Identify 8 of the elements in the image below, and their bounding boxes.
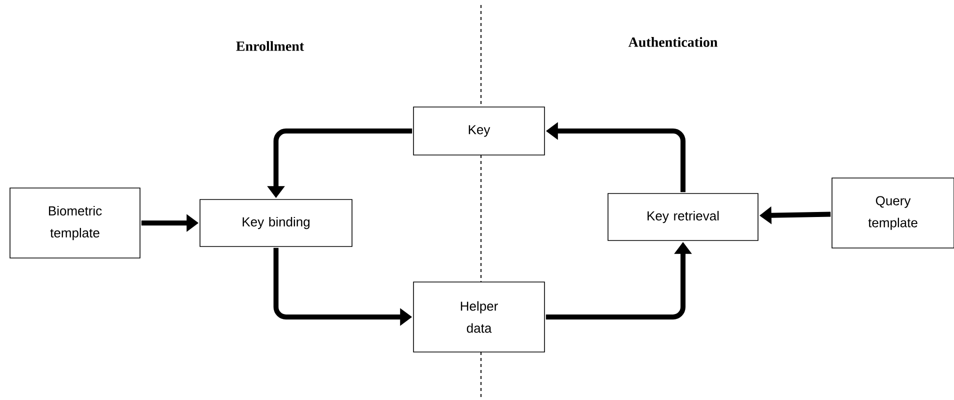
process-box: Key bbox=[413, 106, 545, 156]
process-box: Biometric template bbox=[10, 188, 140, 258]
process-box: Helper data bbox=[413, 282, 545, 352]
section-heading: Authentication bbox=[628, 37, 718, 47]
process-box: Key binding bbox=[200, 199, 352, 247]
process-box: Key retrieval bbox=[608, 193, 758, 241]
section-heading: Enrollment bbox=[236, 41, 304, 51]
process-box: Query template bbox=[832, 178, 954, 248]
